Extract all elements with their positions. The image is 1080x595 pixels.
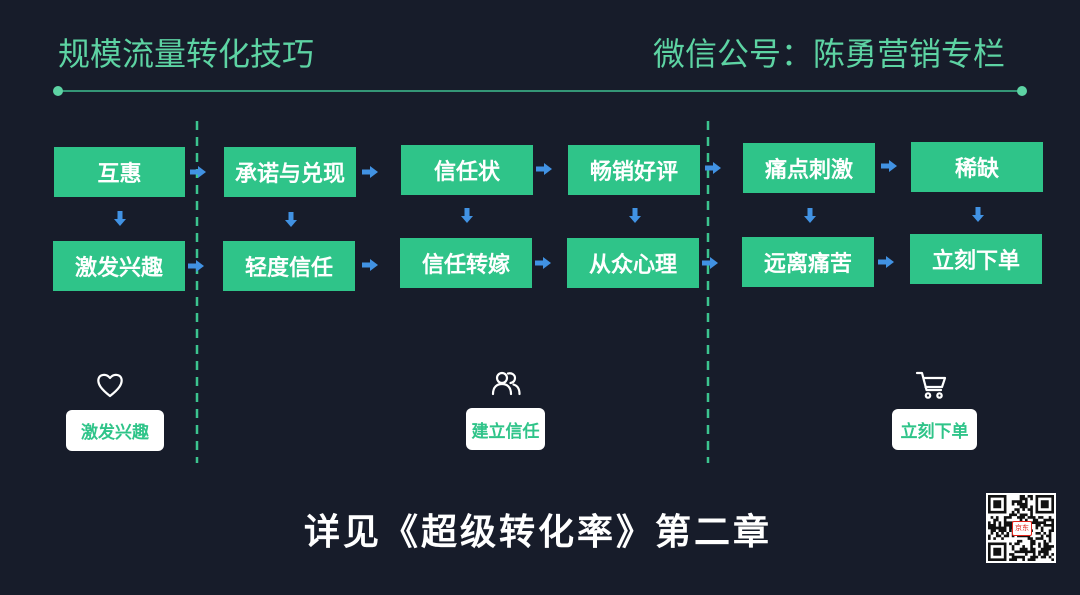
stage-separator — [195, 121, 199, 463]
step-herd-mentality: 从众心理 — [567, 238, 699, 288]
book-reference: 详见《超级转化率》第二章 — [303, 512, 772, 553]
down-arrow-icon — [972, 207, 984, 222]
step-commitment-consistency: 承诺与兑现 — [224, 147, 356, 197]
right-arrow-icon — [535, 257, 551, 269]
down-arrow-icon — [804, 208, 816, 223]
heart-icon — [97, 373, 123, 398]
page-title: 规模流量转化技巧 — [58, 35, 315, 73]
stage-label-interest: 激发兴趣 — [66, 410, 164, 451]
step-light-trust: 轻度信任 — [223, 241, 355, 291]
right-arrow-icon — [362, 259, 378, 271]
qr-code: 京东 — [986, 493, 1056, 563]
people-icon — [491, 371, 521, 396]
step-avoid-pain: 远离痛苦 — [742, 237, 874, 287]
stage-label-trust: 建立信任 — [466, 408, 545, 450]
right-arrow-icon — [705, 162, 721, 174]
step-reciprocity: 互惠 — [54, 147, 185, 197]
cart-icon — [915, 371, 947, 399]
divider-end-dot — [1017, 86, 1027, 96]
right-arrow-icon — [536, 163, 552, 175]
stage-separator — [706, 121, 710, 463]
step-bestseller-reviews: 畅销好评 — [568, 145, 700, 195]
right-arrow-icon — [702, 257, 718, 269]
step-spark-interest: 激发兴趣 — [53, 241, 185, 291]
jd-logo-badge: 京东 — [1012, 521, 1032, 536]
header-divider — [53, 86, 1027, 96]
down-arrow-icon — [461, 208, 473, 223]
right-arrow-icon — [881, 160, 897, 172]
right-arrow-icon — [878, 256, 894, 268]
right-arrow-icon — [190, 166, 206, 178]
down-arrow-icon — [114, 211, 126, 226]
down-arrow-icon — [285, 212, 297, 227]
down-arrow-icon — [629, 208, 641, 223]
right-arrow-icon — [188, 260, 204, 272]
stage-label-order: 立刻下单 — [892, 409, 977, 450]
step-trust-transfer: 信任转嫁 — [400, 238, 532, 288]
divider-start-dot — [53, 86, 63, 96]
step-trust-credential: 信任状 — [401, 145, 533, 195]
step-scarcity: 稀缺 — [911, 142, 1043, 192]
right-arrow-icon — [362, 166, 378, 178]
step-pain-point-stimulus: 痛点刺激 — [743, 143, 875, 193]
account-credit: 微信公号：陈勇营销专栏 — [652, 35, 1005, 73]
step-order-now: 立刻下单 — [910, 234, 1042, 284]
